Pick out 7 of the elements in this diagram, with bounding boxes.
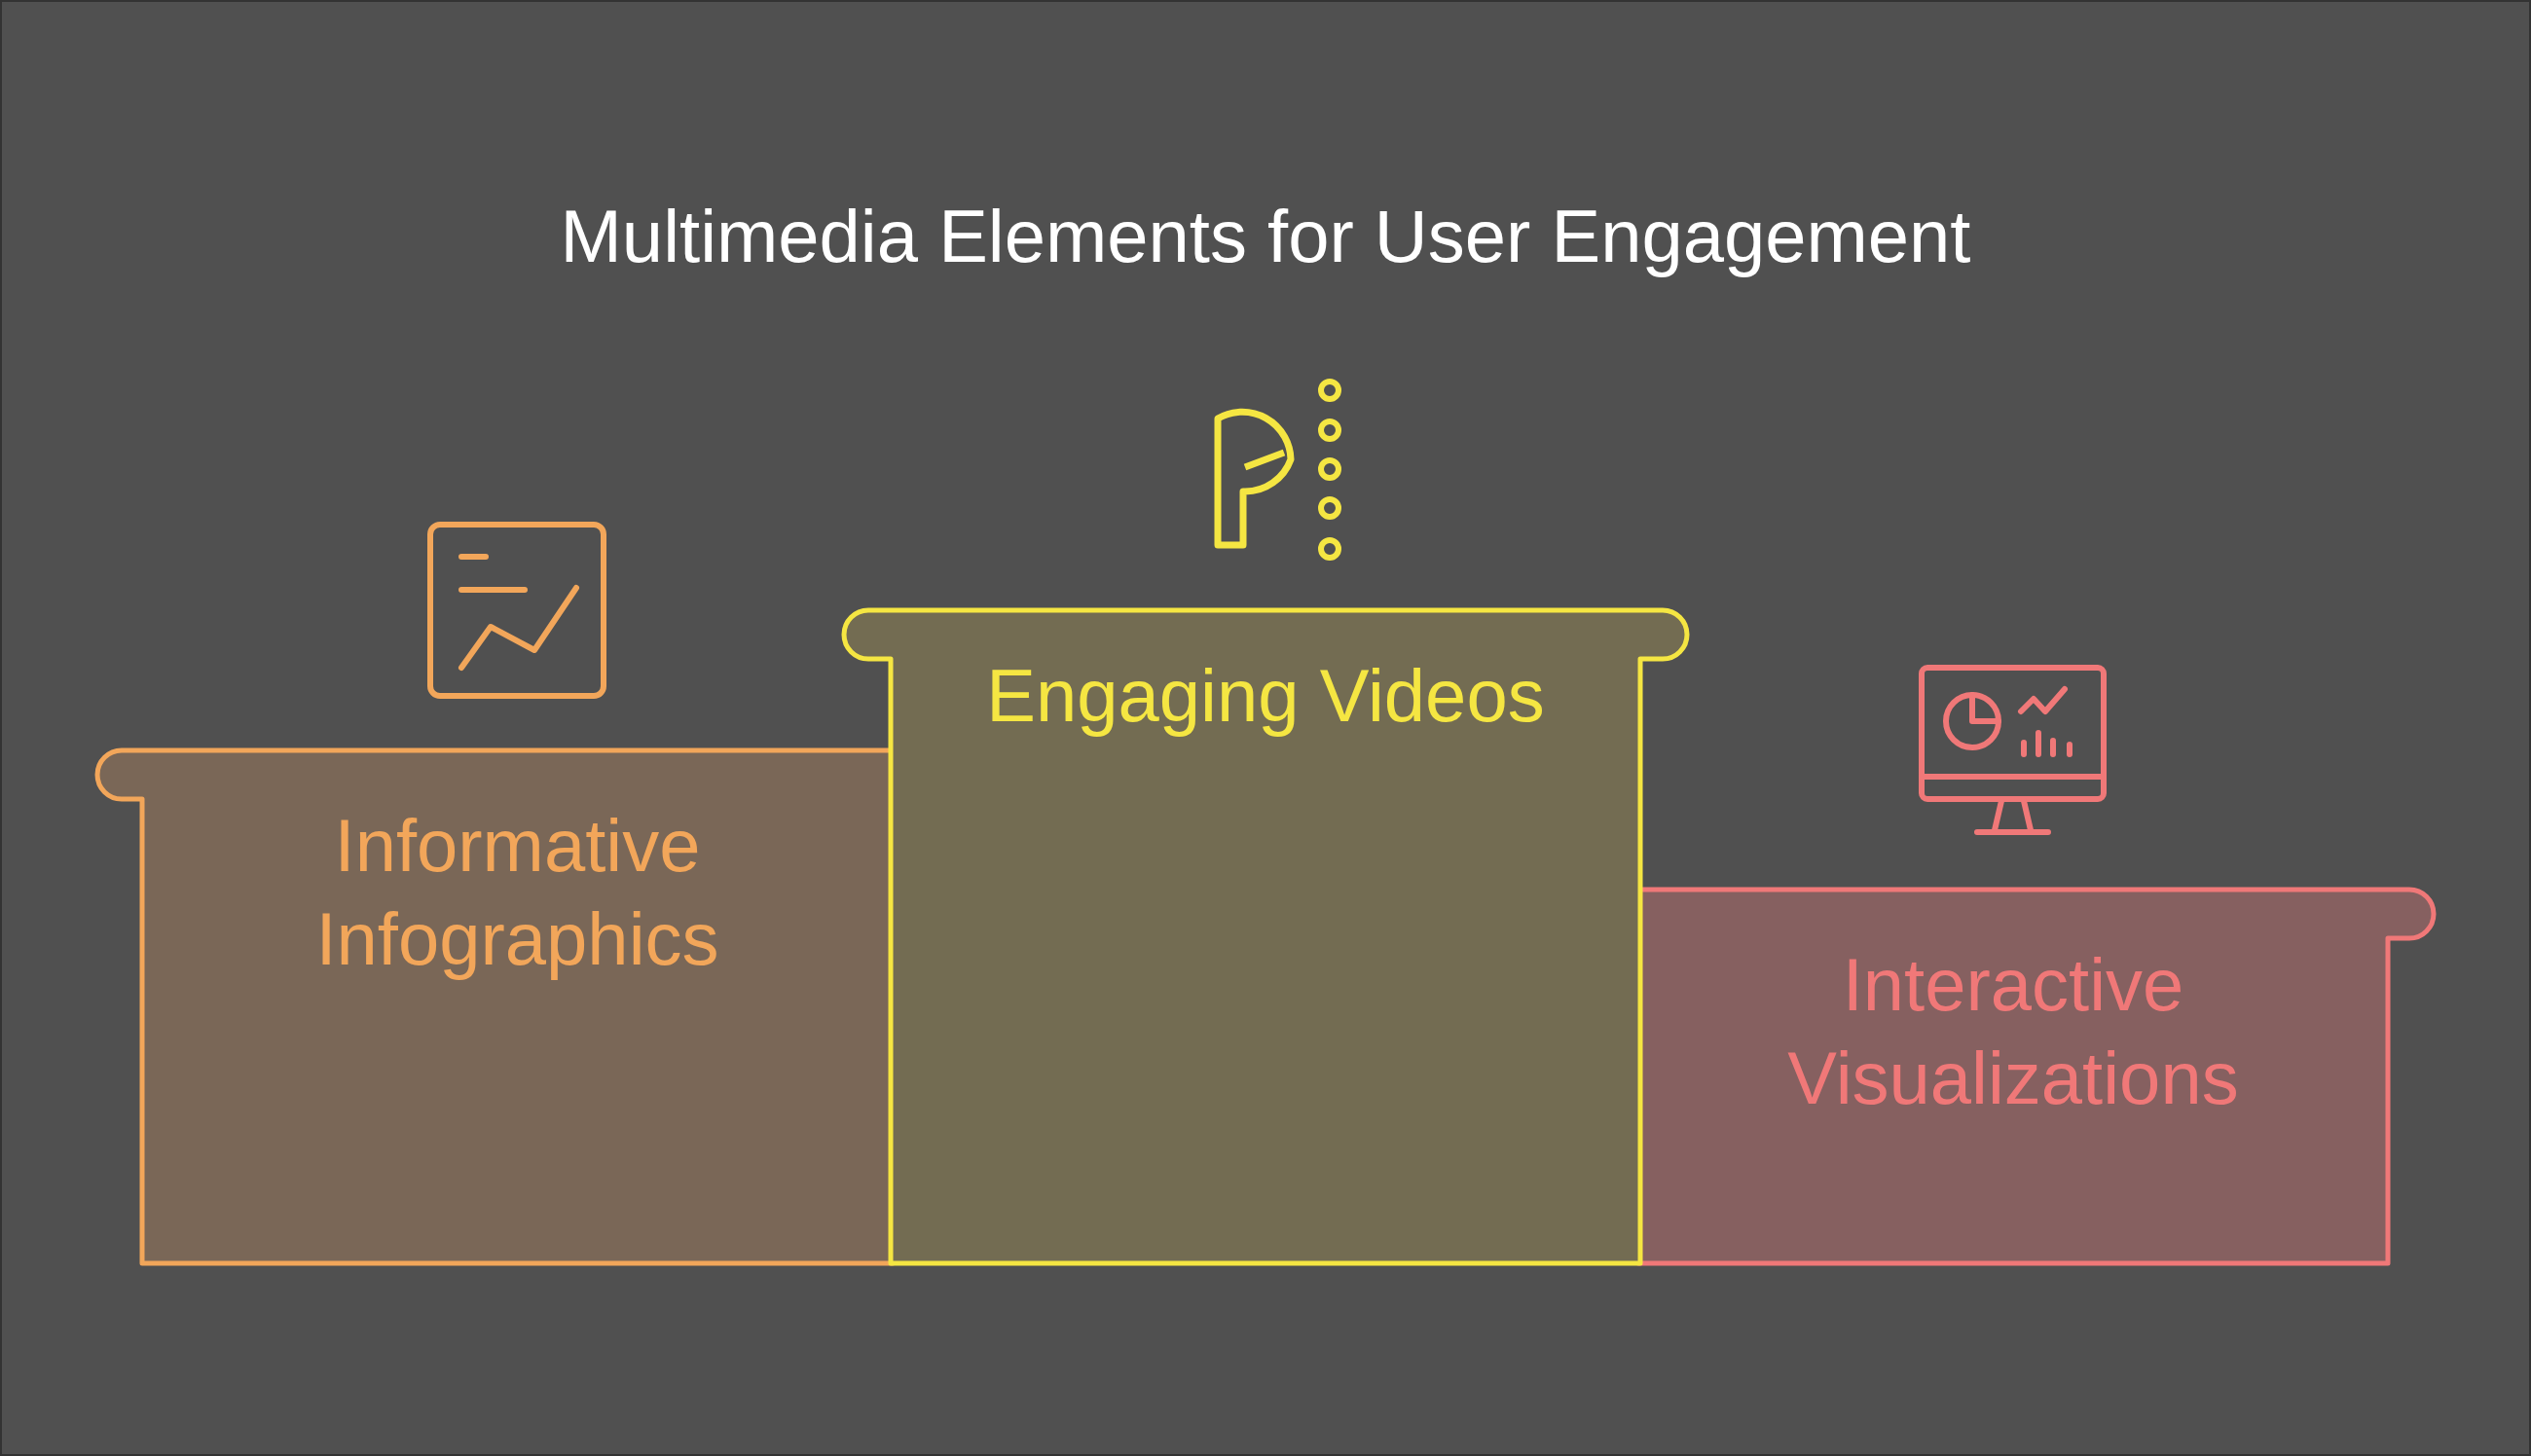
- podium-label: Engaging Videos: [985, 653, 1546, 739]
- podium-label: Interactive Visualizations: [1786, 942, 2240, 1121]
- podium-block: [1638, 890, 2434, 1263]
- podium-block: [844, 610, 1687, 1263]
- title: Multimedia Elements for User Engagement: [559, 194, 1972, 279]
- podium-block: [97, 750, 893, 1263]
- podium-label: Informative Infographics: [314, 803, 720, 982]
